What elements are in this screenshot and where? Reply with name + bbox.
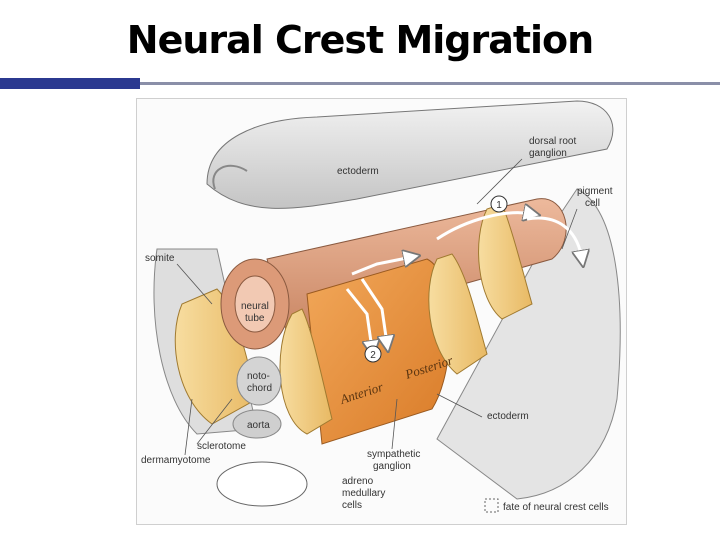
svg-text:2: 2 — [370, 350, 376, 361]
aorta — [232, 409, 282, 439]
neural-tube-section — [220, 258, 290, 350]
label-ectoderm-top: ectoderm — [337, 166, 379, 177]
label-sclerotome: sclerotome — [197, 441, 246, 452]
label-dermamyotome: dermamyotome — [141, 455, 211, 466]
label-adrenal-medullary-line-3: cells — [342, 500, 362, 511]
notochord — [236, 356, 282, 406]
neural-crest-diagram: 1 2 ectoderm dorsal root ganglion pigmen… — [136, 98, 627, 525]
legend-label: fate of neural crest cells — [503, 502, 609, 513]
adrenal-medullary-outline — [216, 461, 308, 507]
svg-text:1: 1 — [496, 200, 502, 211]
legend-swatch — [484, 498, 499, 513]
ectoderm-top-sheet — [206, 100, 614, 209]
label-ectoderm-bottom: ectoderm — [487, 411, 529, 422]
label-pigment-cell-line-1: pigment — [577, 186, 613, 197]
label-adrenal-medullary-line-2: medullary — [342, 488, 385, 499]
label-aorta: aorta — [247, 420, 270, 431]
label-neural-tube-line-2: tube — [245, 313, 265, 324]
title-rule-grey-line — [140, 82, 720, 85]
label-dorsal-root-ganglion-line-2: ganglion — [529, 148, 567, 159]
pathway-1-marker: 1 — [490, 195, 508, 213]
label-adrenal-medullary-line-1: adreno — [342, 476, 374, 487]
label-pigment-cell-line-2: cell — [585, 198, 600, 209]
somite-blocks — [174, 203, 533, 435]
label-notochord-line-2: chord — [247, 383, 272, 394]
label-notochord-line-1: noto- — [247, 371, 270, 382]
pathway-2-marker: 2 — [364, 345, 382, 363]
title-rule — [0, 78, 720, 89]
slide-title: Neural Crest Migration — [126, 18, 594, 62]
legend: fate of neural crest cells — [484, 498, 609, 513]
label-neural-tube-line-1: neural — [241, 301, 269, 312]
title-rule-blue-bar — [0, 78, 140, 89]
label-dorsal-root-ganglion-line-1: dorsal root — [529, 136, 576, 147]
label-pointer-lines — [176, 158, 578, 456]
migration-arrows — [345, 213, 582, 349]
label-somite: somite — [145, 253, 175, 264]
label-sympathetic-ganglion-line-2: ganglion — [373, 461, 411, 472]
label-sympathetic-ganglion-line-1: sympathetic — [367, 449, 420, 460]
